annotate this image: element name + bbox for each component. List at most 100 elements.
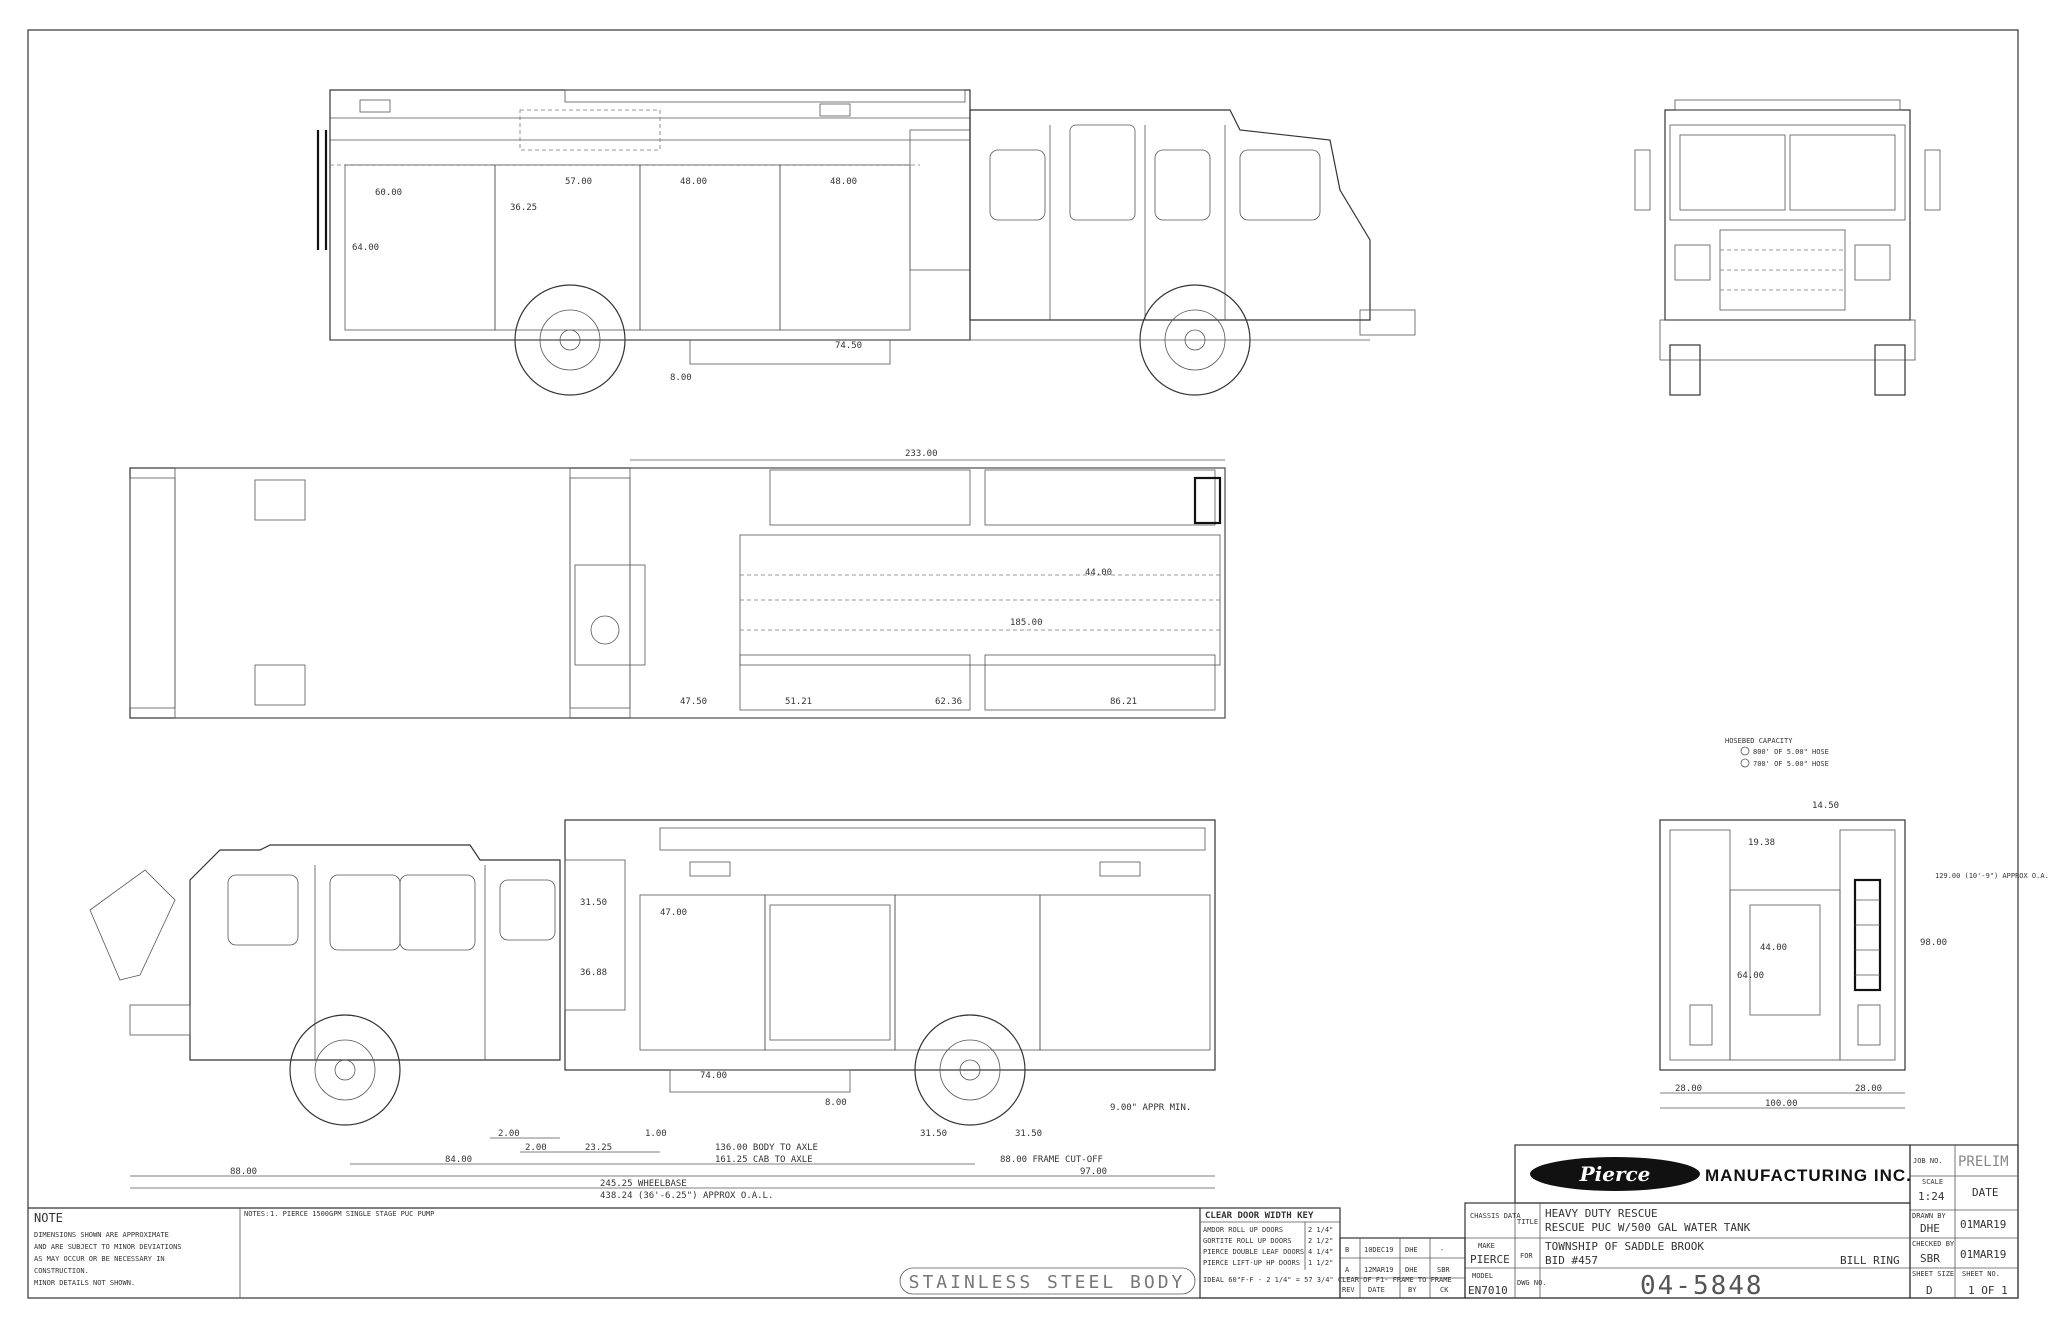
model-label: MODEL bbox=[1472, 1272, 1493, 1280]
make-value: PIERCE bbox=[1470, 1253, 1510, 1266]
rev-header-date: DATE bbox=[1368, 1286, 1385, 1294]
rev-header-rev: REV bbox=[1342, 1286, 1355, 1294]
note-title: NOTE bbox=[34, 1211, 63, 1225]
title-label: TITLE bbox=[1517, 1218, 1538, 1226]
title-block: Pierce MANUFACTURING INC. JOB NO. PRELIM… bbox=[1199, 1144, 2019, 1301]
rev-a: A bbox=[1345, 1266, 1350, 1274]
clear-door-row-3: PIERCE DOUBLE LEAF DOORS bbox=[1203, 1248, 1304, 1256]
dim-plan-b3: 62.36 bbox=[935, 697, 962, 707]
clear-door-val-3: 4 1/4" bbox=[1308, 1248, 1333, 1256]
drawn-date: 01MAR19 bbox=[1960, 1218, 2006, 1231]
dim-top-74: 74.50 bbox=[835, 341, 862, 351]
sheet-no: 1 OF 1 bbox=[1968, 1284, 2008, 1297]
clear-door-row-1: AMDOR ROLL UP DOORS bbox=[1203, 1226, 1283, 1234]
dim-rear-b2: 100.00 bbox=[1765, 1099, 1798, 1109]
sheet-border bbox=[27, 29, 2019, 1299]
note-line-5: MINOR DETAILS NOT SHOWN. bbox=[34, 1279, 135, 1287]
note-line-3: AS MAY OCCUR OR BE NECESSARY IN bbox=[34, 1255, 165, 1263]
dim-chain-r1b: 136.00 BODY TO AXLE bbox=[715, 1143, 818, 1153]
dim-bot-74: 74.00 bbox=[700, 1071, 727, 1081]
notes-block: NOTE DIMENSIONS SHOWN ARE APPROXIMATE AN… bbox=[28, 1207, 1452, 1298]
for-line-1: TOWNSHIP OF SADDLE BROOK bbox=[1545, 1240, 1704, 1253]
dim-top-48b: 48.00 bbox=[830, 177, 857, 187]
body-stamp-frame bbox=[899, 1267, 1196, 1295]
dim-top-64: 64.00 bbox=[352, 243, 379, 253]
hosebed-item-2: 700' OF 5.00" HOSE bbox=[1753, 760, 1829, 768]
make-label: MAKE bbox=[1478, 1242, 1495, 1250]
dim-chain-c2: 2.00 bbox=[525, 1143, 547, 1153]
front-view bbox=[1634, 99, 1941, 396]
note-line-2: AND ARE SUBJECT TO MINOR DEVIATIONS bbox=[34, 1243, 182, 1251]
dim-rear-b3: 28.00 bbox=[1855, 1084, 1882, 1094]
checked-date: 01MAR19 bbox=[1960, 1248, 2006, 1261]
dim-plan-b4: 86.21 bbox=[1110, 697, 1137, 707]
note-line-4: CONSTRUCTION. bbox=[34, 1267, 89, 1275]
dim-chain-r1a: 84.00 bbox=[445, 1155, 472, 1165]
for-rep: BILL RING bbox=[1840, 1254, 1900, 1267]
dwg-number: 04-5848 bbox=[1640, 1271, 1764, 1301]
job-no: PRELIM bbox=[1958, 1154, 2009, 1170]
dwg-label: DWG NO. bbox=[1517, 1279, 1547, 1287]
hosebed-title: HOSEBED CAPACITY bbox=[1725, 737, 1793, 745]
pierce-logo-text: Pierce bbox=[1579, 1162, 1651, 1186]
dim-chain-r4a: 88.00 bbox=[230, 1167, 257, 1177]
sheet-no-label: SHEET NO. bbox=[1962, 1270, 2000, 1278]
title-line-1: HEAVY DUTY RESCUE bbox=[1545, 1207, 1658, 1220]
dim-rear-h1: 64.00 bbox=[1737, 971, 1764, 981]
clear-door-val-4: 1 1/2" bbox=[1308, 1259, 1333, 1267]
checked-by: SBR bbox=[1920, 1252, 1940, 1265]
dim-top-60: 60.00 bbox=[375, 188, 402, 198]
sheet-size-label: SHEET SIZE bbox=[1912, 1270, 1954, 1278]
dim-plan-185: 185.00 bbox=[1010, 618, 1043, 628]
drawn-by-label: DRAWN BY bbox=[1912, 1212, 1947, 1220]
dim-wheelbase: 245.25 WHEELBASE bbox=[600, 1179, 687, 1189]
dim-chain-r4b: 97.00 bbox=[1080, 1167, 1107, 1177]
clear-door-row-4: PIERCE LIFT-UP HP DOORS bbox=[1203, 1259, 1300, 1267]
sheet-size: D bbox=[1926, 1284, 1933, 1297]
clear-door-note: IDEAL 60"F-F - 2 1/4" = 57 3/4" CLEAR OF… bbox=[1203, 1276, 1452, 1284]
dim-rear-w2: 19.38 bbox=[1748, 838, 1775, 848]
dim-top-36: 36.25 bbox=[510, 203, 537, 213]
dim-chain-r3: 88.00 FRAME CUT-OFF bbox=[1000, 1155, 1103, 1165]
notes-item: 1. PIERCE 1500GPM SINGLE STAGE PUC PUMP bbox=[270, 1210, 434, 1218]
dim-top-48a: 48.00 bbox=[680, 177, 707, 187]
side-elevation-bottom: 47.00 31.50 36.88 74.00 8.00 9.00" APPR … bbox=[89, 819, 1216, 1201]
job-no-label: JOB NO. bbox=[1913, 1157, 1943, 1165]
dim-top-8: 8.00 bbox=[670, 373, 692, 383]
dim-bot-36: 36.88 bbox=[580, 968, 607, 978]
dim-plan-44: 44.00 bbox=[1085, 568, 1112, 578]
dim-bot-47: 47.00 bbox=[660, 908, 687, 918]
clear-door-row-2: GORTITE ROLL UP DOORS bbox=[1203, 1237, 1292, 1245]
dim-rear-oah: 129.00 (10'-9") APPROX O.A.H. bbox=[1935, 872, 2048, 880]
plan-view: 233.00 44.00 185.00 47.50 51.21 62.36 86… bbox=[129, 449, 1226, 719]
dim-rear-b1: 28.00 bbox=[1675, 1084, 1702, 1094]
clear-door-val-1: 2 1/4" bbox=[1308, 1226, 1333, 1234]
pierce-logo-icon bbox=[1530, 1157, 1700, 1191]
clear-door-val-2: 2 1/2" bbox=[1308, 1237, 1333, 1245]
dim-chain-c1: 2.00 bbox=[498, 1129, 520, 1139]
note-line-1: DIMENSIONS SHOWN ARE APPROXIMATE bbox=[34, 1231, 169, 1239]
clear-door-title: CLEAR DOOR WIDTH KEY bbox=[1205, 1211, 1314, 1221]
dim-plan-b2: 51.21 bbox=[785, 697, 812, 707]
scale-value: 1:24 bbox=[1918, 1190, 1945, 1203]
rev-b-by: DHE bbox=[1405, 1246, 1418, 1254]
rev-b-ck: - bbox=[1440, 1246, 1444, 1254]
hosebed-capacity-legend: HOSEBED CAPACITY 800' OF 5.00" HOSE 700'… bbox=[1725, 737, 1829, 768]
scale-label: SCALE bbox=[1922, 1178, 1943, 1186]
dim-oal: 438.24 (36'-6.25") APPROX O.A.L. bbox=[600, 1191, 773, 1201]
dim-rear-w3: 44.00 bbox=[1760, 943, 1787, 953]
dim-chain-c5: 31.50 bbox=[920, 1129, 947, 1139]
drawn-by: DHE bbox=[1920, 1222, 1940, 1235]
for-label: FOR bbox=[1520, 1252, 1533, 1260]
rev-header-by: BY bbox=[1408, 1286, 1417, 1294]
dim-rear-h2: 98.00 bbox=[1920, 938, 1947, 948]
dim-bot-departure: 9.00" APPR MIN. bbox=[1110, 1103, 1191, 1113]
dim-chain-r2: 161.25 CAB TO AXLE bbox=[715, 1155, 813, 1165]
side-elevation-top: 60.00 57.00 48.00 48.00 36.25 64.00 74.5… bbox=[316, 89, 1416, 396]
date-label: DATE bbox=[1972, 1186, 1999, 1199]
dim-bot-8: 8.00 bbox=[825, 1098, 847, 1108]
hosebed-item-1: 800' OF 5.00" HOSE bbox=[1753, 748, 1829, 756]
body-stamp: STAINLESS STEEL BODY bbox=[909, 1272, 1186, 1293]
